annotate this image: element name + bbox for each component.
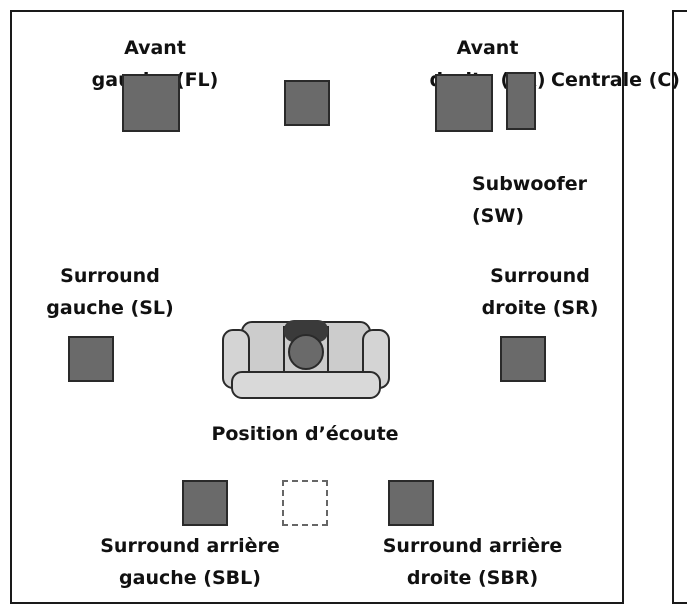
subwoofer-speaker (506, 72, 536, 130)
surround-left-speaker (68, 336, 114, 382)
surround-back-left-speaker (182, 480, 228, 526)
listening-position-label: Position d’écoute (211, 423, 399, 445)
front-right-speaker (435, 74, 493, 132)
sofa-listener-icon (222, 320, 390, 399)
room-outline (10, 10, 624, 604)
front-left-speaker (122, 74, 180, 132)
optional-back-center-speaker-placeholder (282, 480, 328, 526)
adjacent-panel-outline (672, 10, 687, 604)
center-label: Centrale (C) (551, 69, 680, 91)
surround-left-label: Surround gauche (SL) (46, 265, 174, 319)
subwoofer-label: Subwoofer (SW) (472, 173, 587, 227)
surround-back-left-label: Surround arrière gauche (SBL) (100, 535, 280, 589)
surround-back-right-label: Surround arrière droite (SBR) (382, 535, 563, 589)
surround-right-speaker (500, 336, 546, 382)
surround-right-label: Surround droite (SR) (481, 265, 599, 319)
center-speaker (284, 80, 330, 126)
surround-back-right-speaker (388, 480, 434, 526)
